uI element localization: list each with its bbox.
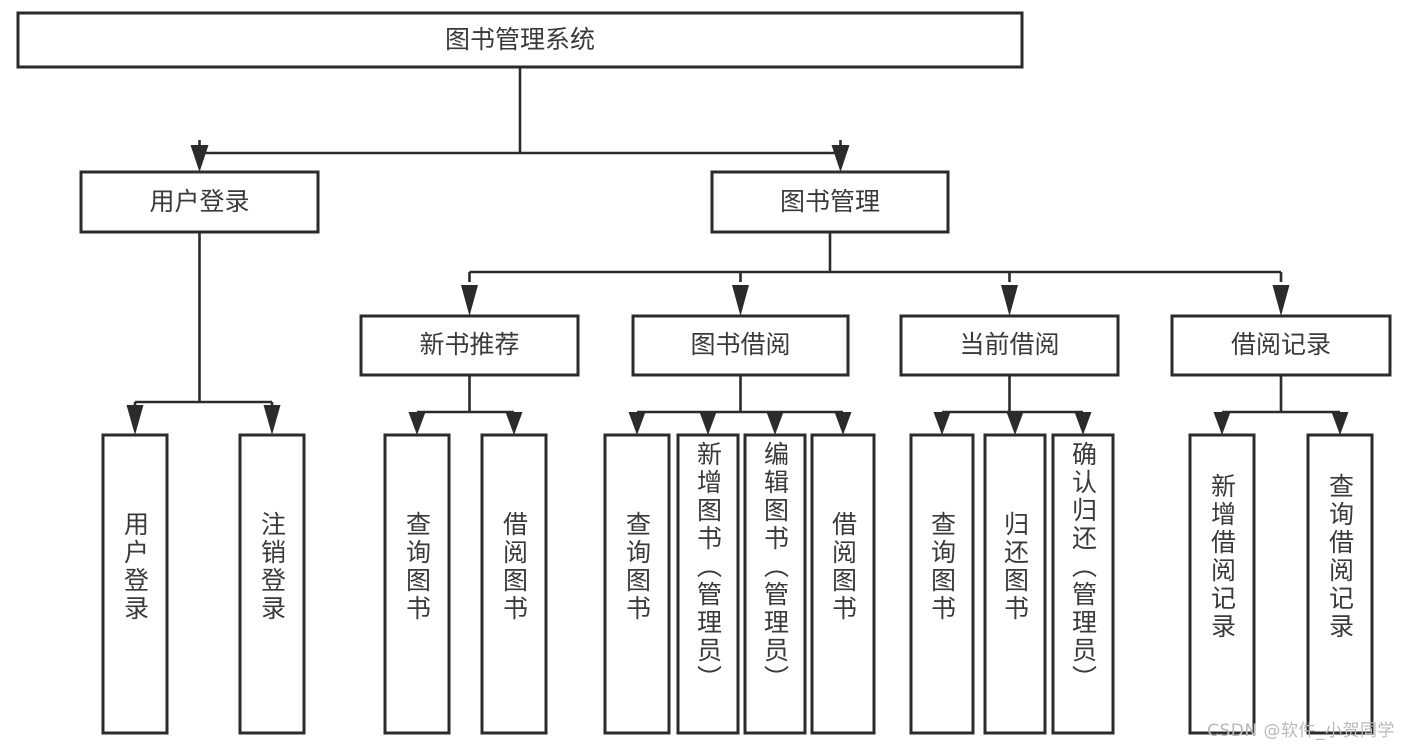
arrowhead-leaf-return-book [1006, 412, 1024, 435]
arrowhead-leaf-user-login [126, 405, 144, 435]
node-box-leaf-add-borrow-record[interactable] [1188, 433, 1256, 735]
node-box-leaf-add-book-admin[interactable] [676, 433, 740, 735]
arrowhead-leaf-confirm-return-admin [1074, 412, 1092, 435]
node-label-borrow-records: 借阅记录 [1231, 330, 1331, 359]
connector-group-new-book-recommend [408, 375, 523, 435]
node-label-book-borrow: 图书借阅 [690, 330, 790, 359]
node-label-root: 图书管理系统 [445, 25, 595, 54]
node-box-new-book-recommend[interactable] [359, 314, 580, 377]
connector-group-root [190, 67, 850, 172]
node-box-leaf-borrow-book-recommend[interactable] [480, 433, 548, 735]
arrowhead-book-mgmt [831, 145, 850, 172]
arrowhead-user-login [190, 145, 209, 172]
node-box-leaf-return-book[interactable] [983, 433, 1047, 735]
node-box-leaf-query-book-borrow[interactable] [603, 433, 671, 735]
node-box-current-borrow[interactable] [899, 314, 1120, 377]
arrowhead-leaf-query-borrow-record [1331, 412, 1349, 435]
csdn-watermark: CSDN @软件_小贺同学 [1207, 721, 1395, 741]
node-box-borrow-records[interactable] [1170, 314, 1392, 377]
connector-group-book-management [461, 232, 1290, 316]
node-box-leaf-user-logout[interactable] [238, 433, 306, 735]
arrowhead-new-book-recommend [461, 285, 478, 316]
node-label-new-book-recommend: 新书推荐 [419, 330, 519, 359]
arrowhead-book-borrow [732, 285, 749, 316]
arrowhead-leaf-borrow-book [834, 412, 852, 435]
node-box-root[interactable] [16, 11, 1024, 69]
arrowhead-current-borrow [1001, 285, 1018, 316]
node-box-user-login[interactable] [79, 170, 320, 234]
node-box-book-management[interactable] [710, 170, 950, 234]
node-box-book-borrow[interactable] [631, 314, 850, 377]
connector-group-current-borrow [933, 375, 1092, 435]
node-box-leaf-query-book-current[interactable] [909, 433, 975, 735]
connector-group-user-login [126, 232, 281, 435]
node-box-leaf-query-borrow-record[interactable] [1306, 433, 1374, 735]
arrowhead-leaf-add-book-admin [699, 412, 717, 435]
node-box-leaf-borrow-book[interactable] [810, 433, 876, 735]
connector-group-book-borrow [628, 375, 852, 435]
arrowhead-leaf-query-book-borrow [628, 412, 646, 435]
arrowhead-leaf-user-logout [263, 405, 281, 435]
arrowhead-borrow-records [1272, 285, 1290, 316]
arrowhead-leaf-add-borrow-record [1213, 412, 1231, 435]
node-box-leaf-confirm-return-admin[interactable] [1051, 433, 1115, 735]
arrowhead-leaf-borrow-book-recommend [505, 412, 523, 435]
arrowhead-leaf-query-book-current [933, 412, 951, 435]
node-label-current-borrow: 当前借阅 [959, 330, 1059, 359]
arrowhead-leaf-query-book-recommend [408, 412, 426, 435]
node-label-user-login: 用户登录 [149, 187, 249, 216]
arrowhead-leaf-edit-book-admin [766, 412, 784, 435]
node-box-leaf-user-login[interactable] [101, 433, 169, 735]
node-box-leaf-edit-book-admin[interactable] [743, 433, 807, 735]
connector-group-borrow-records [1213, 375, 1349, 435]
node-label-book-management: 图书管理 [780, 187, 880, 216]
node-box-leaf-query-book-recommend[interactable] [383, 433, 451, 735]
